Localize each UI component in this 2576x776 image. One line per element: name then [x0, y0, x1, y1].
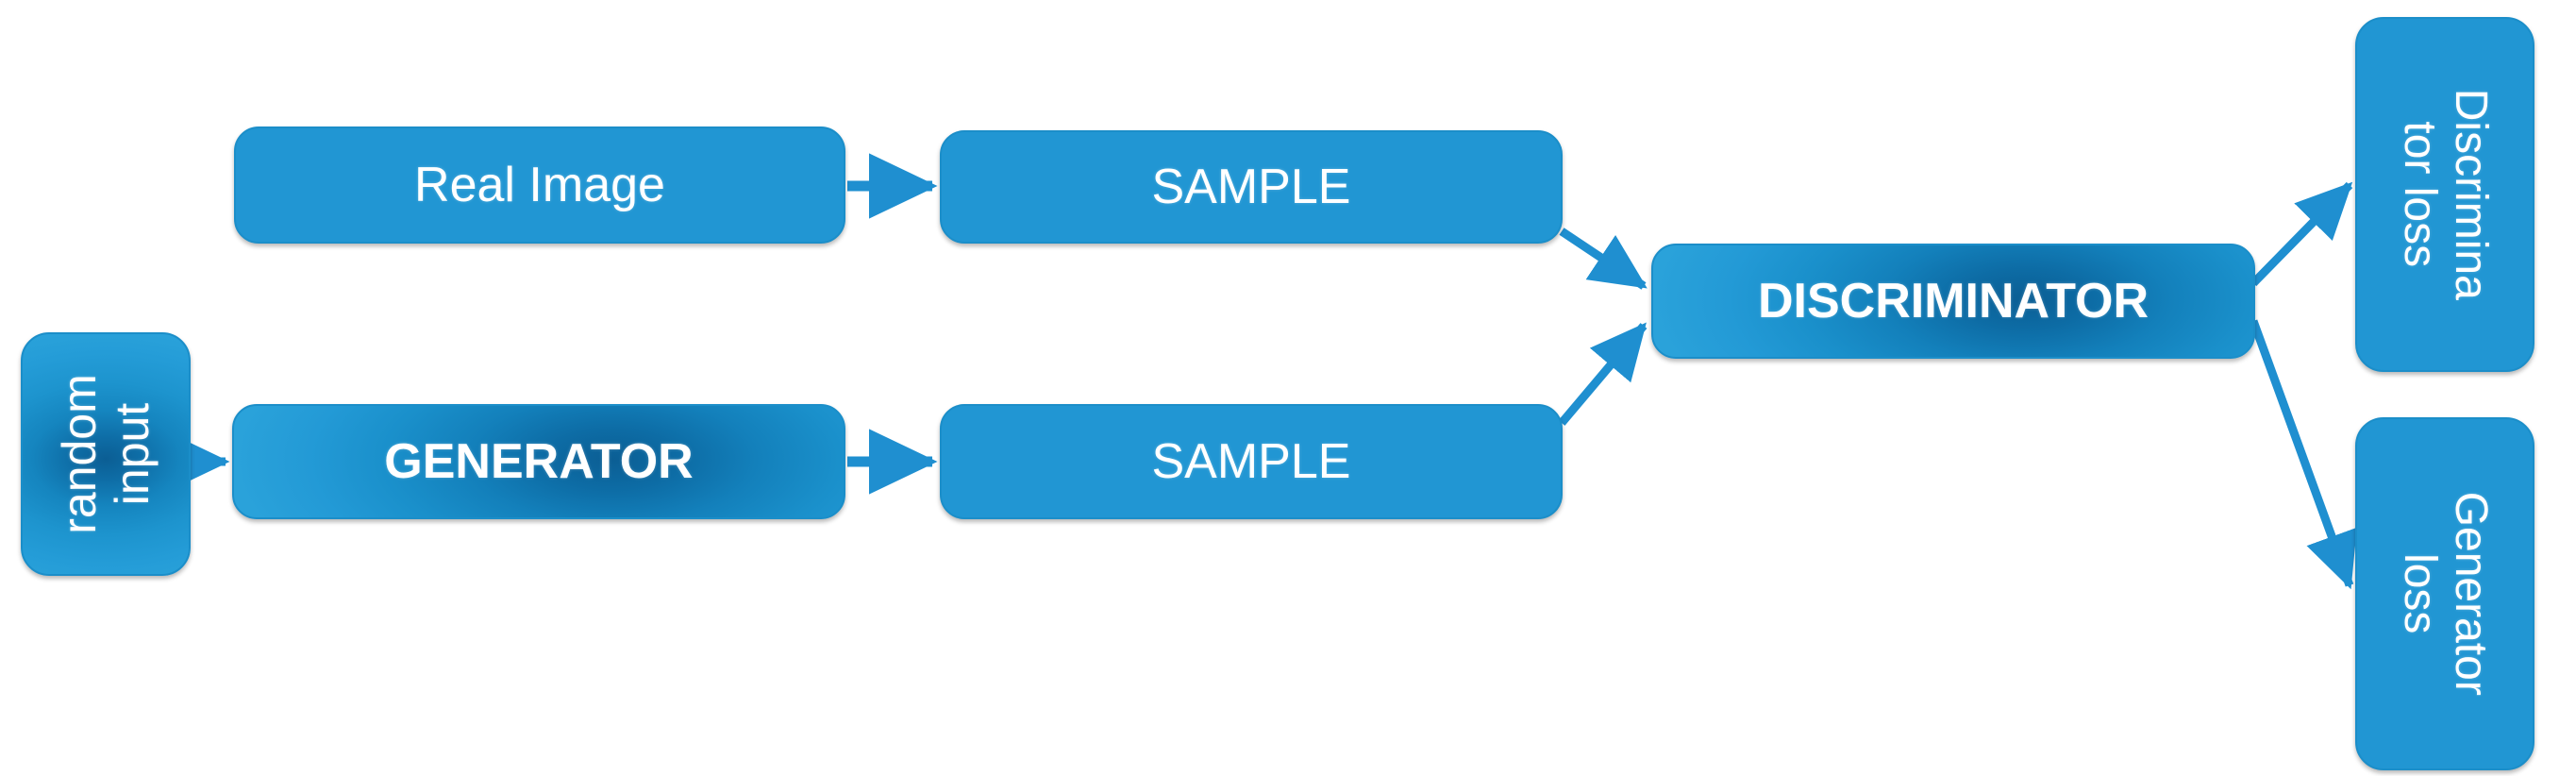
node-generator[interactable]: GENERATOR: [232, 404, 845, 519]
node-sample-real-label: SAMPLE: [1151, 159, 1351, 214]
node-sample-fake[interactable]: SAMPLE: [940, 404, 1563, 519]
node-sample-fake-label: SAMPLE: [1151, 433, 1351, 489]
node-generator-loss[interactable]: Generator loss: [2355, 417, 2534, 770]
node-discriminator-label: DISCRIMINATOR: [1757, 273, 2149, 329]
node-random-input-label: random input: [53, 374, 159, 534]
node-real-image-label: Real Image: [414, 157, 665, 212]
node-random-input[interactable]: random input: [21, 332, 191, 576]
node-generator-loss-label: Generator loss: [2395, 491, 2496, 697]
node-discriminator-loss[interactable]: Discrimina tor loss: [2355, 17, 2534, 372]
edge-discriminator-to-generator-loss: [2249, 319, 2357, 590]
node-sample-real[interactable]: SAMPLE: [940, 130, 1563, 244]
node-discriminator[interactable]: DISCRIMINATOR: [1651, 244, 2255, 359]
edge-sample-fake-to-discriminator: [1558, 322, 1648, 426]
edge-sample-real-to-discriminator: [1559, 228, 1648, 290]
node-generator-label: GENERATOR: [384, 433, 694, 489]
node-discriminator-loss-label: Discrimina tor loss: [2395, 88, 2496, 301]
node-real-image[interactable]: Real Image: [234, 127, 845, 244]
edge-discriminator-to-discriminator-loss: [2250, 181, 2353, 287]
